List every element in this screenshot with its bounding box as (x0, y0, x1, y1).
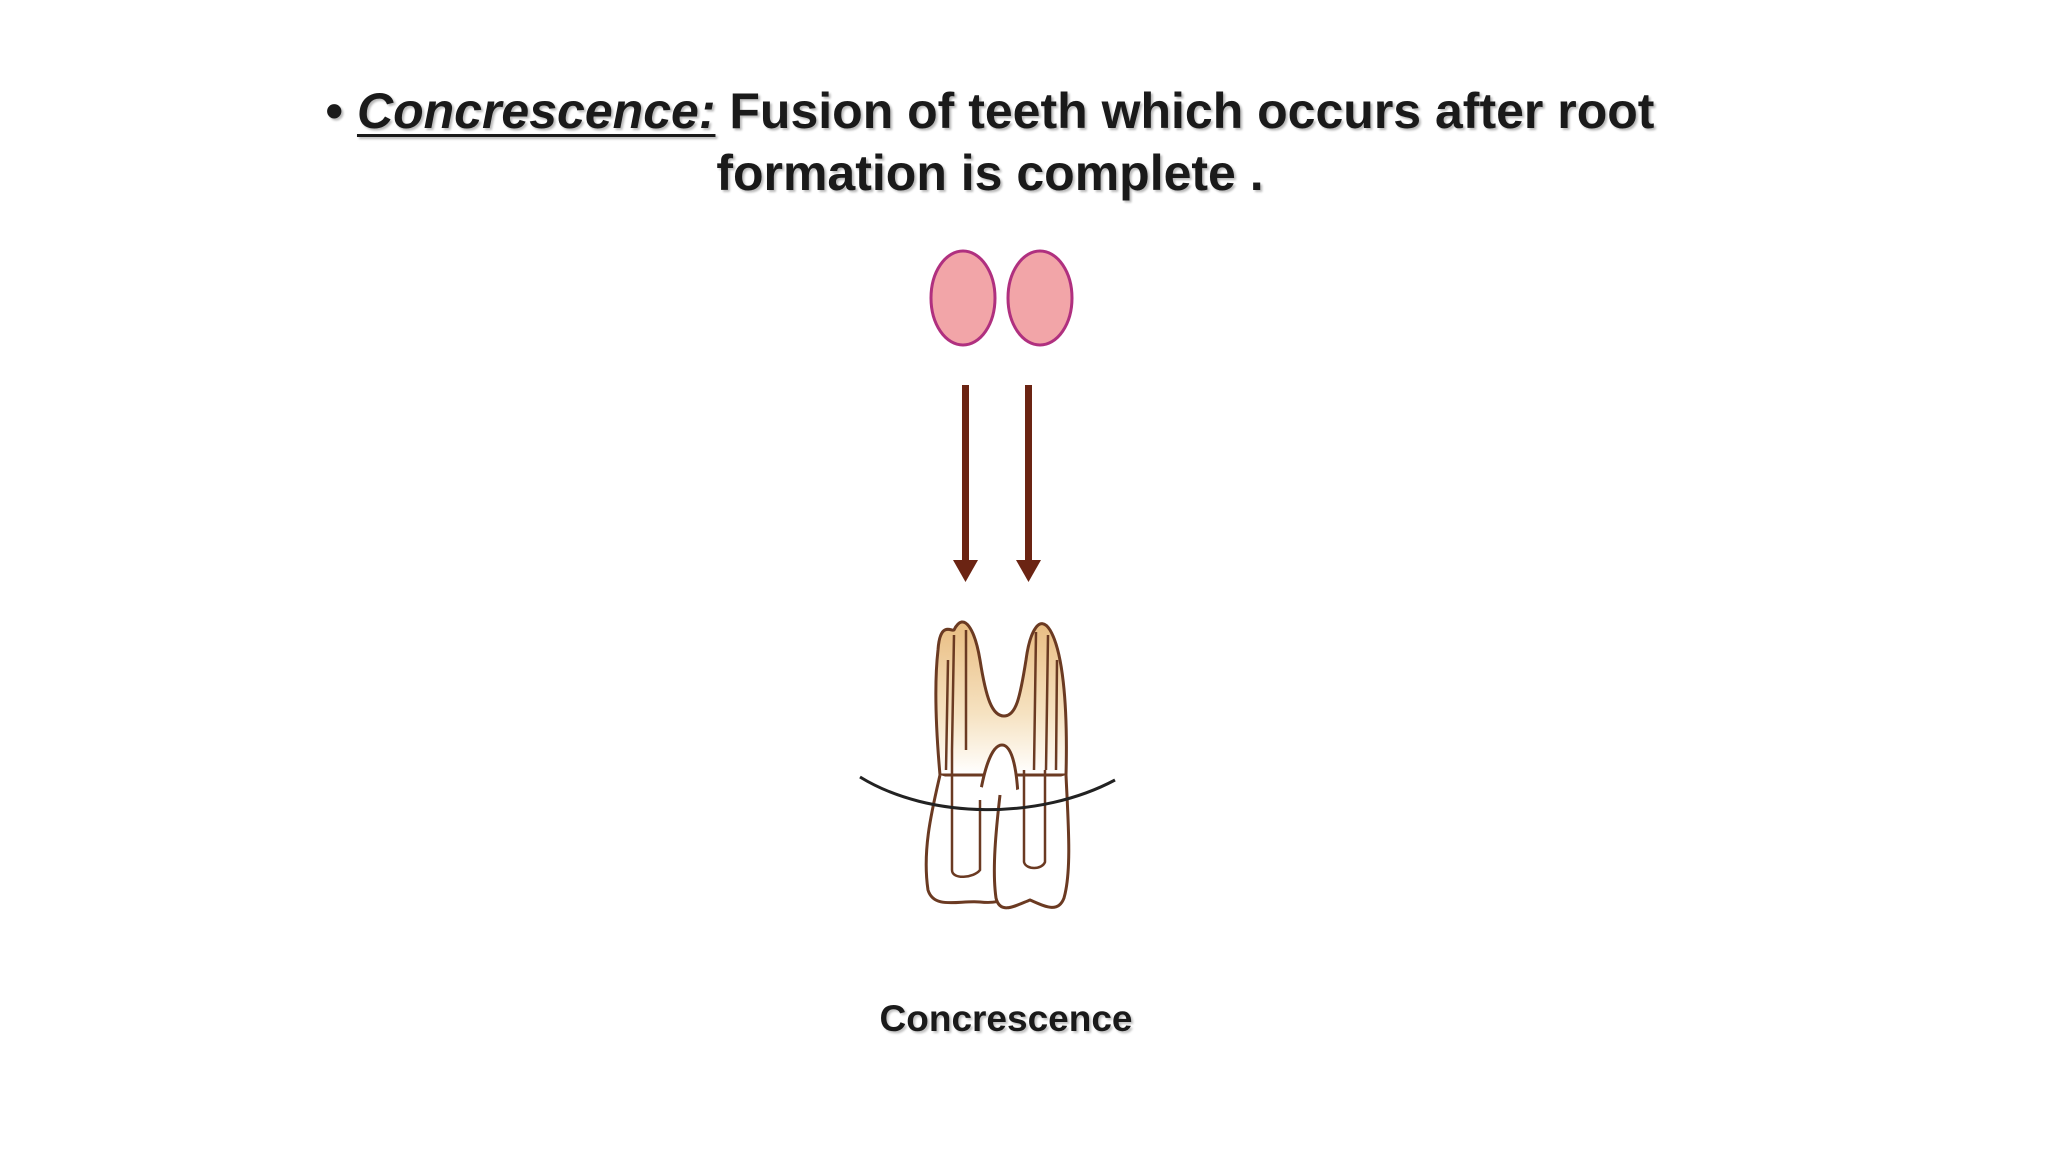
arrow-right (1016, 385, 1041, 582)
fused-teeth-illustration (859, 620, 1116, 910)
gum-line (859, 775, 1116, 812)
tooth-germ-right (1006, 249, 1074, 347)
arrow-left (953, 385, 978, 582)
bullet-point: • (325, 83, 344, 139)
figure-caption: Concrescence (879, 998, 1133, 1039)
concrescence-diagram (840, 230, 1160, 930)
tooth-germ-left (929, 249, 997, 347)
diagram-svg (859, 249, 1116, 910)
definition-text: Fusion of teeth which occurs after root … (716, 83, 1655, 201)
right-crown (992, 774, 1071, 910)
slide-heading: • Concrescence: Fusion of teeth which oc… (250, 80, 1730, 204)
term-concrescence: Concrescence: (356, 83, 716, 139)
